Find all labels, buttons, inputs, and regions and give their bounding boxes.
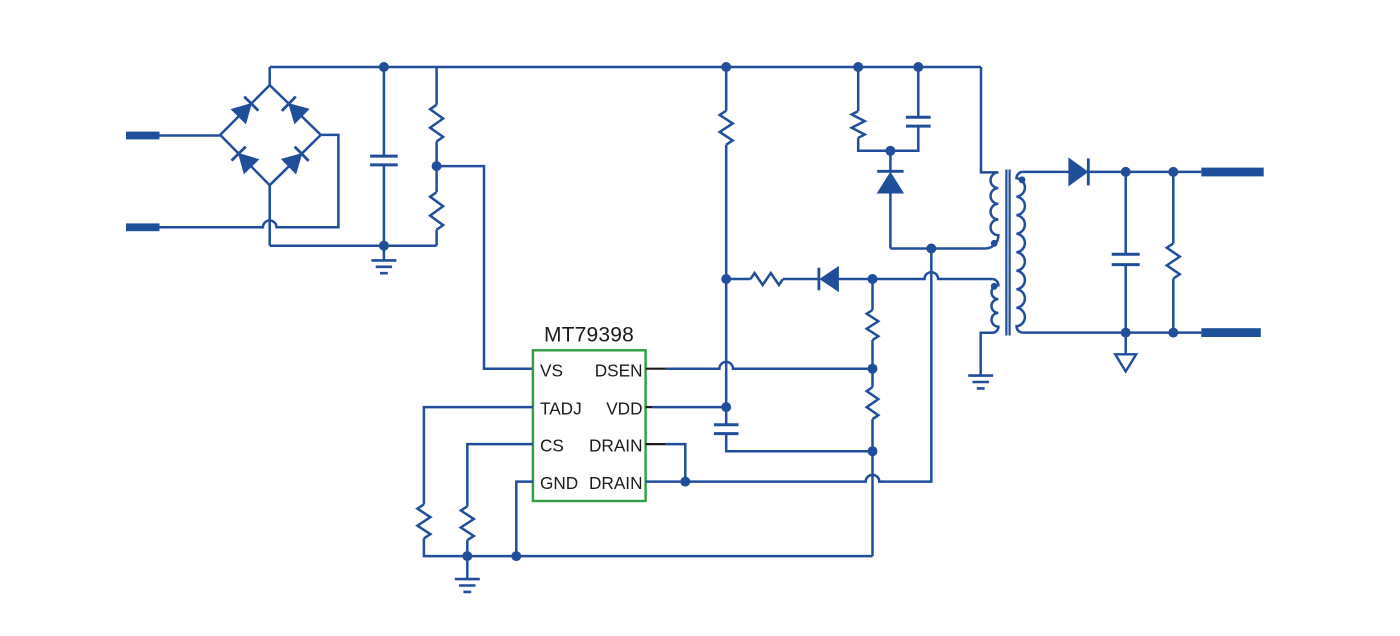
signal-ground	[454, 577, 480, 594]
ic-pin-label-right-2: DRAIN	[589, 436, 642, 456]
aux-rectifier-diode	[817, 265, 839, 293]
drain1-wire	[665, 442, 687, 482]
snubber-c-stems	[890, 67, 920, 153]
transformer-secondary-winding	[1015, 170, 1027, 334]
junction-dot	[1168, 166, 1179, 177]
junction-dot	[511, 551, 522, 562]
ic-pin-label-left-3: GND	[540, 473, 578, 493]
bridge-diode-bottom-left	[230, 145, 260, 175]
tadj-wire	[422, 405, 533, 505]
snubber-resistor	[848, 109, 868, 139]
dc-output-terminal-bottom	[1201, 328, 1261, 337]
ic-pin-label-left-1: TADJ	[540, 399, 582, 419]
cs-wire	[466, 442, 533, 507]
transformer-primary-winding	[979, 67, 1000, 250]
bridge-diode-bottom-right	[280, 145, 310, 175]
snubber-diode	[876, 169, 905, 194]
polarity-dot	[990, 282, 998, 290]
ac-input-terminal-top	[126, 131, 160, 140]
junction-dot	[853, 62, 864, 72]
junction-dot	[885, 145, 896, 156]
junction-dot	[867, 363, 878, 374]
junction-dot	[1120, 166, 1131, 177]
bulk-capacitor	[370, 154, 398, 167]
junction-dot	[1168, 327, 1179, 338]
ic-pin-label-left-0: VS	[540, 360, 563, 380]
vs-wire	[436, 164, 533, 370]
junction-dot	[378, 62, 389, 72]
junction-dot	[680, 476, 691, 487]
tadj-resistor	[415, 503, 433, 540]
ic-title: MT79398	[544, 324, 634, 347]
dsen-divider-upper-resistor	[864, 308, 881, 342]
transformer-core	[1005, 169, 1011, 336]
output-ground	[1113, 353, 1139, 374]
dc-output-terminal-top	[1201, 167, 1264, 177]
ic-pin-label-right-1: VDD	[606, 399, 642, 419]
junction-dot	[867, 274, 878, 284]
aux-wire-3	[838, 270, 993, 281]
ic-pin-label-right-3: DRAIN	[589, 473, 642, 493]
input-divider-lower-resistor	[427, 191, 446, 231]
junction-dot	[431, 161, 442, 172]
drain2-wire	[645, 248, 933, 483]
bridge-diamond	[218, 83, 323, 187]
vdd-capacitor	[713, 423, 739, 436]
junction-dot	[867, 446, 878, 457]
polarity-dot	[1018, 176, 1026, 184]
junction-dot	[721, 62, 732, 72]
dsen-wire	[665, 360, 873, 370]
vdd-chain-stem2	[724, 144, 873, 453]
junction-dot	[913, 62, 924, 72]
input-divider-upper-resistor	[427, 103, 446, 143]
bridge-diode-right-top	[280, 95, 310, 125]
ic-body	[531, 349, 647, 503]
polarity-dot	[990, 239, 998, 247]
junction-dot	[926, 243, 937, 254]
ac-input-terminal-bottom	[126, 223, 160, 232]
vdd-dropper-resistor	[717, 109, 735, 146]
junction-dot	[462, 551, 473, 562]
junction-dot	[378, 240, 389, 251]
output-capacitor	[1111, 252, 1140, 267]
snubber-r-stem2	[856, 137, 891, 153]
output-rectifier-diode	[1068, 157, 1090, 187]
snubber-capacitor	[906, 115, 931, 128]
junction-dot	[721, 274, 732, 284]
cs-resistor	[458, 505, 477, 542]
aux-ground	[968, 374, 994, 390]
dsen-divider-lower-resistor	[864, 386, 881, 421]
ic-pin-label-left-2: CS	[540, 436, 564, 456]
gnd-pin-wire	[515, 480, 533, 557]
junction-dot	[1120, 327, 1131, 338]
transformer-aux-winding	[979, 277, 1000, 376]
ic-pin-label-right-0: DSEN	[595, 360, 643, 380]
ac-input-bottom-wire	[159, 133, 340, 229]
bridge-rectifier	[218, 83, 323, 187]
output-load-resistor	[1164, 242, 1183, 280]
junction-dot	[721, 402, 732, 413]
bridge-diode-left-top	[230, 95, 260, 125]
gnd-bus	[422, 538, 873, 558]
primary-ground	[371, 259, 397, 275]
aux-series-resistor	[749, 270, 785, 288]
